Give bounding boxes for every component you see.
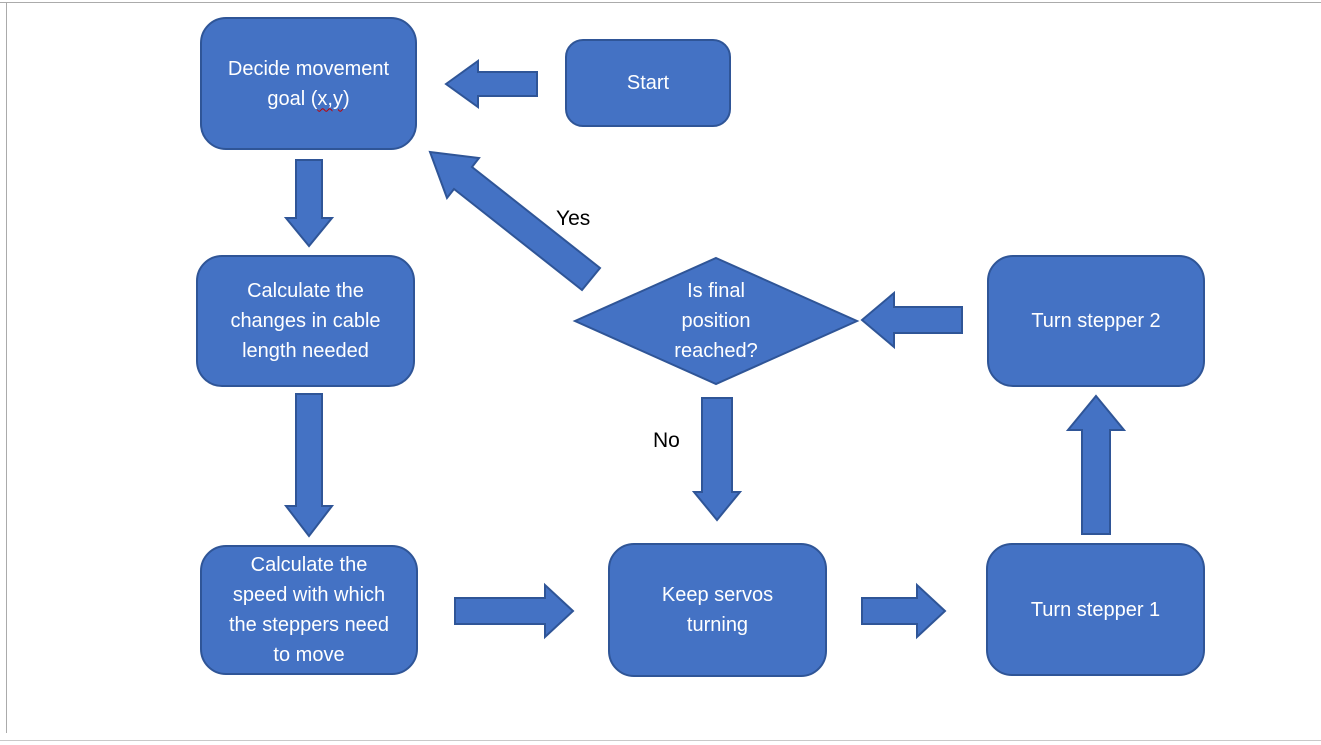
slide-border-left (6, 2, 7, 733)
node-start: Start (565, 39, 731, 127)
node-turn-stepper-1: Turn stepper 1 (986, 543, 1205, 676)
node-turn-stepper-1-label: Turn stepper 1 (1030, 598, 1161, 621)
arrow-turn-stepper-1-to-turn-stepper-2 (1065, 394, 1127, 535)
arrow-calc-speed-to-keep-servos (454, 582, 575, 640)
arrow-decision-yes-to-decide (428, 150, 602, 292)
node-turn-stepper-2-label: Turn stepper 2 (1031, 310, 1161, 332)
arrow-keep-servos-to-turn-stepper-1 (861, 582, 947, 640)
decision-diamond-shape (572, 256, 860, 386)
node-turn-stepper-2: Turn stepper 2 (987, 255, 1205, 387)
node-start-label: Start (626, 72, 670, 94)
arrow-turn-stepper-2-to-decision (860, 290, 963, 350)
spellcheck-underline: x,y (317, 87, 343, 110)
arrow-start-to-decide (444, 59, 538, 109)
node-decide-movement-goal-label: Decide movement goal (x,y) (227, 57, 390, 110)
slide-border-top (0, 2, 1321, 3)
slide-border-bottom (0, 740, 1321, 741)
node-decide-movement-goal: Decide movement goal (x,y) (200, 17, 417, 150)
arrow-decide-to-calc-cable (283, 159, 335, 248)
edge-label-no: No (653, 429, 680, 452)
arrow-calc-cable-to-calc-speed (283, 393, 335, 538)
edge-label-yes: Yes (556, 207, 591, 230)
arrow-decision-no-to-keep-servos (691, 397, 743, 522)
